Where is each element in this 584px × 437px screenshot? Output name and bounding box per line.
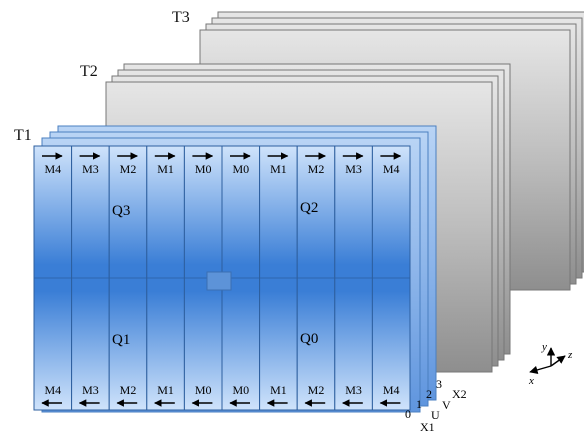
- beam-hole: [206, 271, 232, 291]
- module-label-top: M0: [195, 162, 212, 176]
- module-label-bottom: M4: [383, 383, 400, 397]
- axis-label-x: x: [528, 375, 534, 387]
- module-label-bottom: M3: [345, 383, 362, 397]
- plane-number-2: 2: [426, 387, 432, 401]
- module-label-top: M1: [157, 162, 174, 176]
- module-label-top: M2: [308, 162, 325, 176]
- quadrant-label-q1: Q1: [112, 332, 130, 348]
- module-label-bottom: M4: [44, 383, 61, 397]
- module-label-top: M0: [232, 162, 249, 176]
- module-label-bottom: M0: [232, 383, 249, 397]
- module-label-bottom: M3: [82, 383, 99, 397]
- plane-number-0: 0: [405, 407, 411, 421]
- station-label-t3: T3: [172, 9, 190, 26]
- plane-name-x2: X2: [452, 387, 467, 401]
- module-label-top: M3: [345, 162, 362, 176]
- axis-label-y: y: [541, 341, 547, 353]
- plane-number-3: 3: [436, 377, 442, 391]
- module-label-bottom: M2: [120, 383, 137, 397]
- module-label-bottom: M1: [270, 383, 287, 397]
- coordinate-axes: y z x: [528, 341, 573, 387]
- axis-label-z: z: [567, 349, 573, 361]
- x-axis-arrow: [529, 365, 552, 374]
- plane-name-u: U: [431, 408, 440, 422]
- module-label-top: M2: [120, 162, 137, 176]
- module-label-bottom: M1: [157, 383, 174, 397]
- module-label-top: M4: [383, 162, 400, 176]
- quadrant-label-q3: Q3: [112, 203, 130, 219]
- station-label-t1: T1: [14, 127, 32, 144]
- front-plane: [33, 145, 411, 411]
- quadrant-label-q0: Q0: [300, 331, 318, 347]
- module-label-bottom: M0: [195, 383, 212, 397]
- plane-name-x1: X1: [420, 420, 435, 434]
- z-axis-arrow: [550, 355, 566, 367]
- module-label-bottom: M2: [308, 383, 325, 397]
- module-label-top: M3: [82, 162, 99, 176]
- station-t1: T1 M4M4M3M3M2M2M1M1M0M0M0M0M1M1M2M2M3M3M…: [14, 125, 437, 413]
- plane-labels: 0 1 2 3 X1 U V X2: [405, 377, 467, 434]
- plane-name-v: V: [442, 398, 451, 412]
- station-label-t2: T2: [80, 63, 98, 80]
- quadrant-label-q2: Q2: [300, 200, 318, 216]
- module-label-top: M4: [44, 162, 61, 176]
- module-label-top: M1: [270, 162, 287, 176]
- plane-number-1: 1: [416, 397, 422, 411]
